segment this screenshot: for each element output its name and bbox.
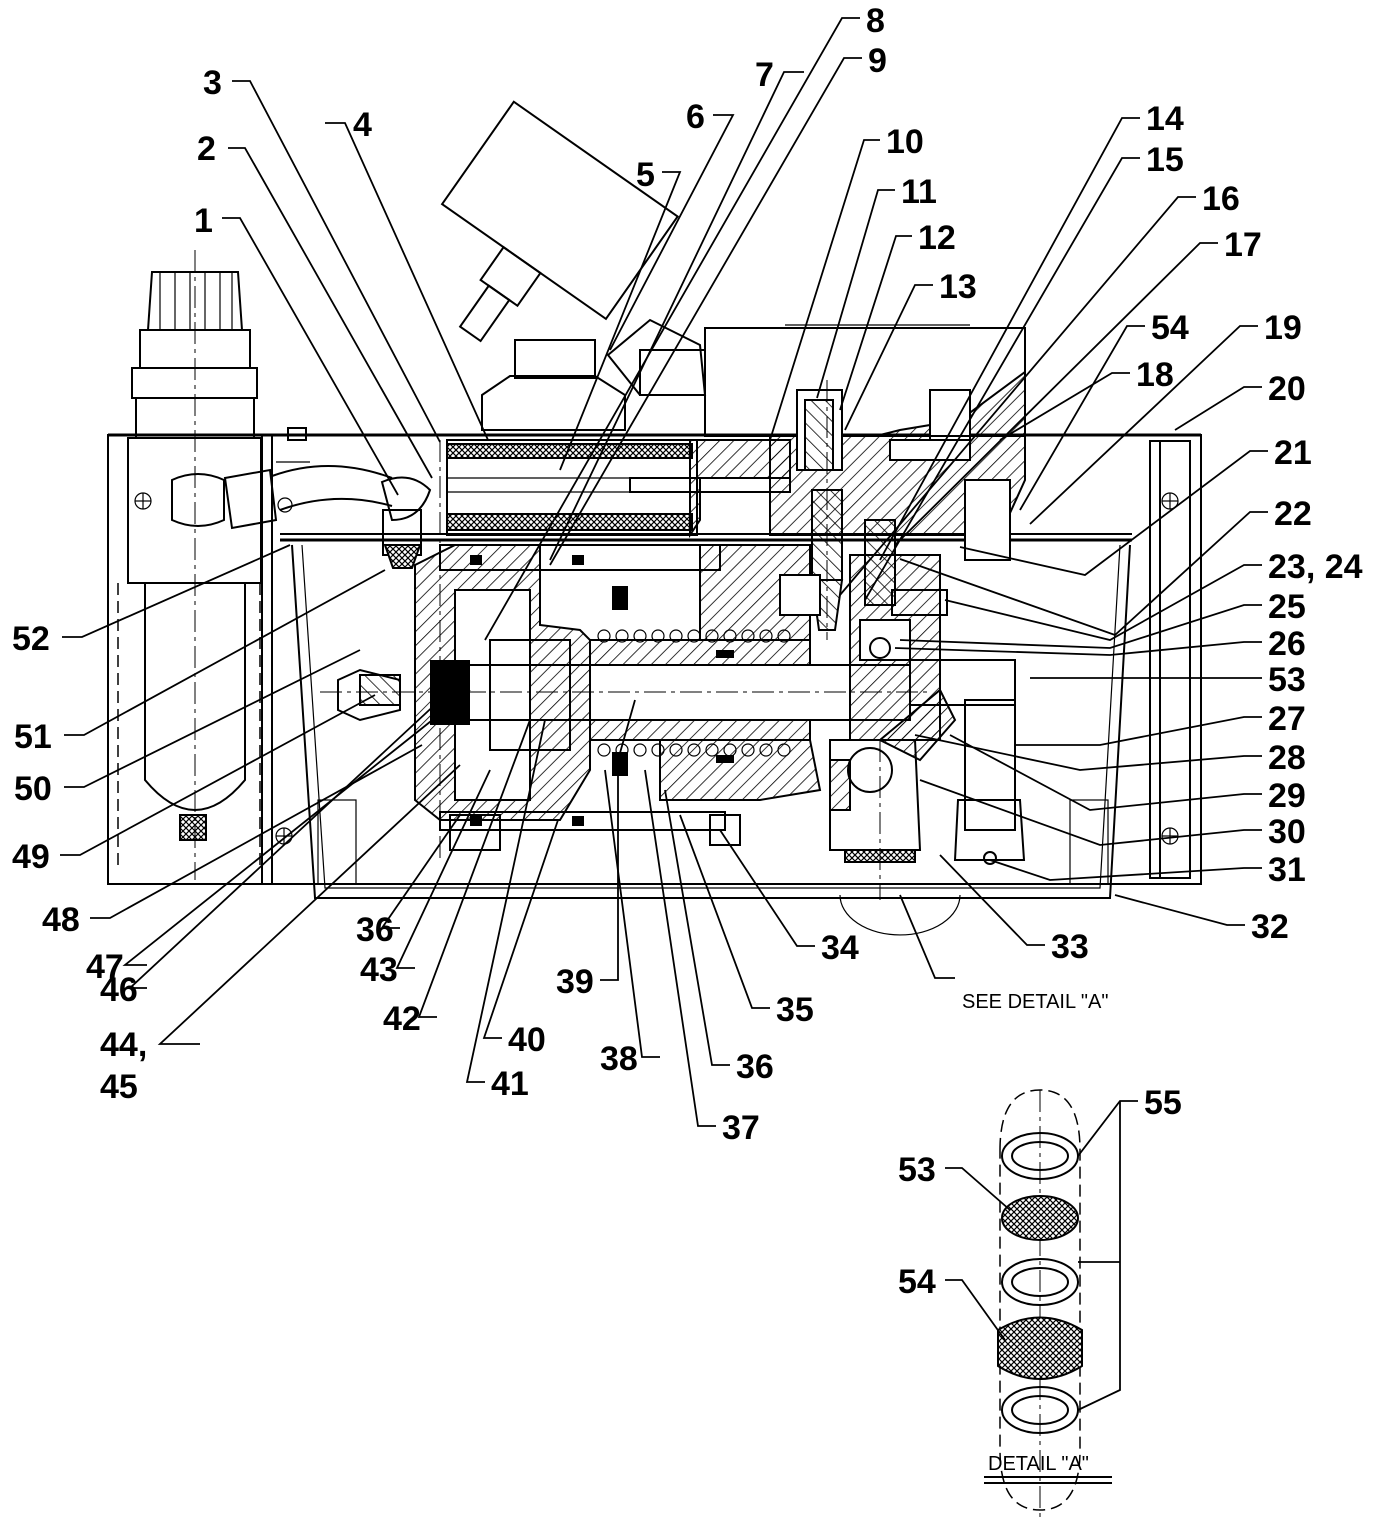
callout-1: 1 (194, 202, 213, 240)
callout-28: 28 (1268, 739, 1306, 777)
callout-34: 34 (821, 929, 859, 967)
callout-42: 42 (383, 1000, 421, 1038)
detail-a-title: DETAIL "A" (988, 1453, 1089, 1475)
callout-37: 37 (722, 1109, 760, 1147)
callout-18: 18 (1136, 356, 1174, 394)
callout-11: 11 (901, 173, 937, 211)
callout-13: 13 (939, 268, 977, 306)
main-view (107, 100, 1202, 936)
outlet-check-valve (829, 519, 1026, 900)
callout-14: 14 (1146, 100, 1184, 138)
callout-31: 31 (1268, 851, 1306, 889)
callout-53: 53 (1268, 661, 1306, 699)
callout-32: 32 (1251, 908, 1289, 946)
screen-disc (1001, 1195, 1079, 1241)
callout-16: 16 (1202, 180, 1240, 218)
callout-48: 48 (42, 901, 80, 939)
callout-5: 5 (636, 156, 655, 194)
manifold-block (446, 324, 1026, 640)
callout-25: 25 (1268, 588, 1306, 626)
leader-lines (60, 17, 1268, 1411)
callout-7: 7 (755, 56, 774, 94)
callout-35: 35 (776, 991, 814, 1029)
reservoir-tank (291, 544, 1131, 899)
detail-a-locator (839, 894, 961, 936)
callout-12: 12 (918, 219, 956, 257)
callout-9: 9 (868, 42, 887, 80)
callout-21: 21 (1274, 434, 1312, 472)
callout-36b: 36 (736, 1048, 774, 1086)
callout-8: 8 (866, 2, 885, 40)
detail-callout-53: 53 (898, 1151, 936, 1189)
callout-47: 47 (86, 948, 124, 986)
callout-36a: 36 (356, 911, 394, 949)
callout-33: 33 (1051, 928, 1089, 966)
callout-51: 51 (14, 718, 52, 756)
callout-40: 40 (508, 1021, 546, 1059)
callout-labels: 1 2 3 4 5 6 7 8 9 10 11 12 13 14 15 16 1… (12, 2, 1363, 1484)
screen-cup (997, 1316, 1083, 1380)
callout-29: 29 (1268, 777, 1306, 815)
callout-49: 49 (12, 838, 50, 876)
callout-4: 4 (353, 106, 372, 144)
callout-39: 39 (556, 963, 594, 1001)
callout-43: 43 (360, 951, 398, 989)
callout-41: 41 (491, 1065, 529, 1103)
callout-22: 22 (1274, 495, 1312, 533)
callout-26: 26 (1268, 625, 1306, 663)
callout-3: 3 (203, 64, 222, 102)
piston-cylinder (320, 440, 941, 860)
callout-2: 2 (197, 130, 216, 168)
callout-30: 30 (1268, 813, 1306, 851)
callout-23-24: 23, 24 (1268, 548, 1363, 586)
callout-15: 15 (1146, 141, 1184, 179)
callout-44: 44, (100, 1026, 147, 1064)
right-side-bracket (1149, 440, 1191, 879)
filter-regulator (117, 250, 432, 880)
callout-6: 6 (686, 98, 705, 136)
callout-10: 10 (886, 123, 924, 161)
callout-50: 50 (14, 770, 52, 808)
callout-38: 38 (600, 1040, 638, 1078)
callout-27: 27 (1268, 700, 1306, 738)
see-detail-note: SEE DETAIL "A" (962, 991, 1108, 1013)
detail-callout-54: 54 (898, 1263, 936, 1301)
detail-callout-55: 55 (1144, 1084, 1182, 1122)
callout-52: 52 (12, 620, 50, 658)
callout-20: 20 (1268, 370, 1306, 408)
callout-17: 17 (1224, 226, 1262, 264)
callout-46: 46 (100, 971, 138, 1009)
callout-54: 54 (1151, 309, 1189, 347)
callout-45: 45 (100, 1068, 138, 1106)
callout-19: 19 (1264, 309, 1302, 347)
retainer-ring-middle (1001, 1258, 1079, 1306)
